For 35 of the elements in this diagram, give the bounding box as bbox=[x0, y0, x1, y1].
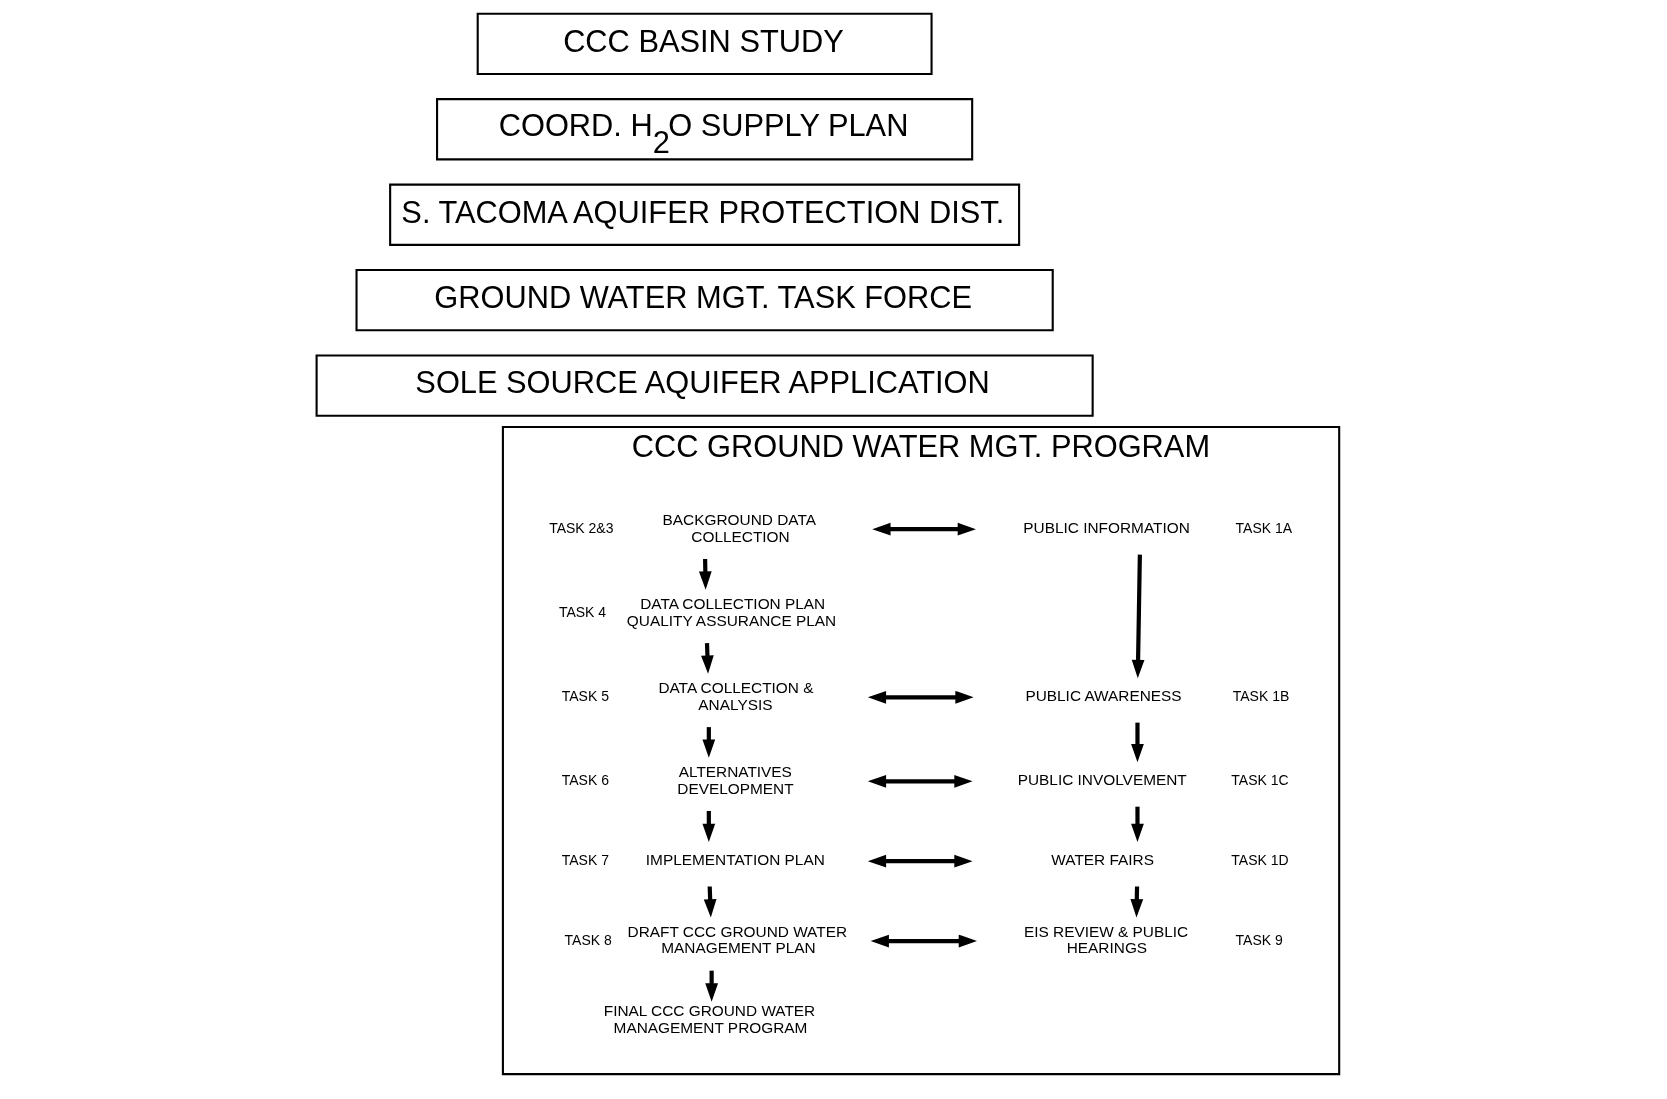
node-label: TASK 1B bbox=[1232, 687, 1290, 704]
node-text: EIS REVIEW & PUBLIC HEARINGS bbox=[1024, 922, 1189, 957]
arrow bbox=[1131, 722, 1144, 763]
arrow bbox=[870, 934, 977, 948]
node-label: TASK 8 bbox=[564, 931, 612, 948]
node-label: TASK 1A bbox=[1235, 519, 1293, 536]
node-box: SOLE SOURCE AQUIFER APPLICATION bbox=[315, 354, 1094, 417]
node-text: DRAFT CCC GROUND WATER MANAGEMENT PLAN bbox=[627, 922, 848, 957]
arrow bbox=[1131, 806, 1144, 842]
node-text: DATA COLLECTION PLAN QUALITY ASSURANCE PLAN bbox=[626, 594, 837, 629]
node-text: ALTERNATIVES DEVELOPMENT bbox=[677, 762, 794, 797]
node-text: DATA COLLECTION & ANALYSIS bbox=[658, 678, 814, 713]
arrow bbox=[872, 522, 976, 536]
node-label: TASK 4 bbox=[558, 603, 607, 620]
node-label: TASK 7 bbox=[561, 851, 609, 868]
node-text: PUBLIC AWARENESS bbox=[1025, 687, 1182, 705]
arrow bbox=[867, 690, 974, 704]
node-box: CCC BASIN STUDY bbox=[476, 12, 933, 75]
node-text: IMPLEMENTATION PLAN bbox=[645, 851, 825, 869]
node-label: TASK 1C bbox=[1231, 771, 1289, 788]
node-text: FINAL CCC GROUND WATER MANAGEMENT PROGRAM bbox=[603, 1002, 816, 1037]
node-text: PUBLIC INFORMATION bbox=[1023, 519, 1190, 537]
arrow bbox=[867, 774, 973, 788]
node-label: TASK 1D bbox=[1231, 851, 1289, 868]
node-label: TASK 9 bbox=[1235, 931, 1283, 948]
arrow bbox=[867, 854, 973, 868]
arrow bbox=[1131, 554, 1145, 679]
node-text: BACKGROUND DATA COLLECTION bbox=[662, 510, 816, 545]
node-text: PUBLIC INVOLVEMENT bbox=[1017, 771, 1187, 789]
node-label: TASK 6 bbox=[561, 771, 609, 788]
node-label: TASK 5 bbox=[561, 687, 609, 704]
node-box: S. TACOMA AQUIFER PROTECTION DIST. bbox=[389, 183, 1021, 246]
node-box: GROUND WATER MGT. TASK FORCE bbox=[355, 269, 1054, 332]
node-label: TASK 2&3 bbox=[549, 519, 614, 536]
node-text: WATER FAIRS bbox=[1051, 851, 1154, 869]
